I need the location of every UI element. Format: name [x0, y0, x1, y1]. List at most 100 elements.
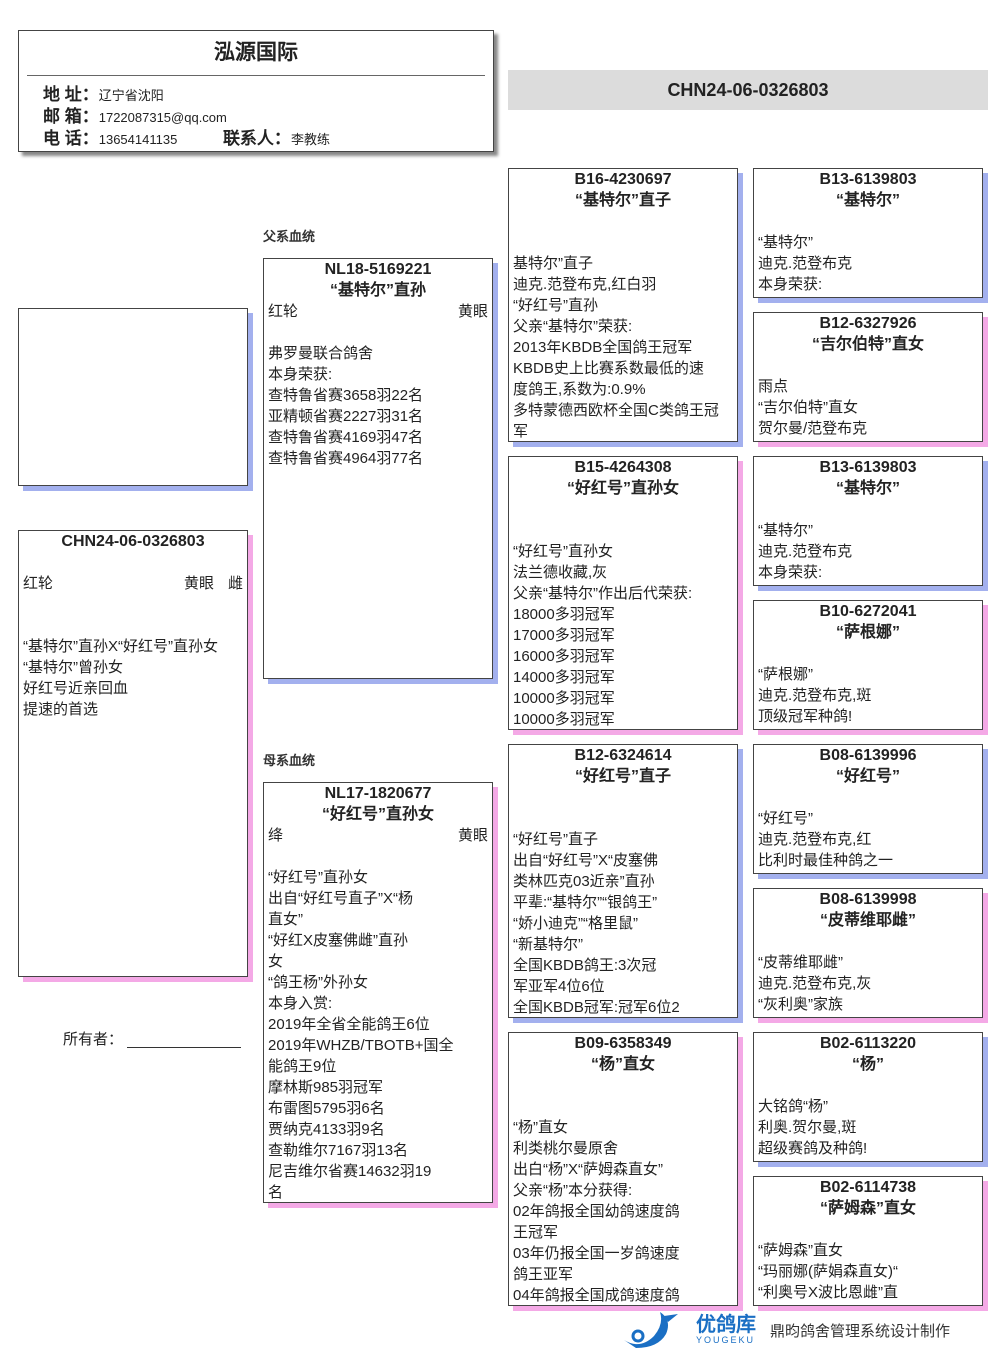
- description-line: “鸽王杨”外孙女: [268, 974, 368, 991]
- spacer: [513, 1075, 733, 1096]
- ring-number: B16-4230697: [574, 171, 672, 188]
- spacer: [513, 520, 733, 541]
- spacer: [758, 355, 978, 376]
- description-line: 父亲“基特尔”荣获:: [513, 318, 633, 335]
- description-line: 军: [513, 423, 529, 440]
- description-line: 18000多羽冠军: [513, 606, 615, 623]
- contact-value: 李教练: [290, 132, 330, 147]
- description-line: “好红号”直子: [513, 831, 598, 848]
- pedigree-card: B08-6139998“皮蒂维耶雌”“皮蒂维耶雌”迪克.范登布克,灰“灰利奥”家…: [753, 888, 983, 1018]
- pedigree-card: NL18-5169221“基特尔”直孙红轮黄眼弗罗曼联合鸽舍本身荣获:查特鲁省赛…: [263, 258, 493, 679]
- spacer: [513, 787, 733, 808]
- description-line: 利类桃尔曼原舍: [513, 1140, 619, 1157]
- ring-number: CHN24-06-0326803: [61, 533, 205, 550]
- description-line: “基特尔”: [758, 522, 813, 539]
- description-line: 17000多羽冠军: [513, 627, 615, 644]
- eye-color: 黄眼: [183, 575, 214, 592]
- phone-value: 13654141135: [98, 132, 178, 147]
- logo-text: 优鸽库: [696, 1314, 756, 1336]
- footer: 优鸽库 YOUGEKU 鼎昀鸽舍管理系统设计制作: [620, 1310, 950, 1350]
- description-line: 贺尔曼/范登布克: [758, 420, 868, 437]
- spacer: [23, 615, 243, 636]
- address-label: 地 址：: [43, 85, 99, 104]
- feather-color: 红轮: [268, 303, 299, 320]
- color-eye-row: 红轮 黄眼: [268, 301, 488, 322]
- spacer: [513, 232, 733, 253]
- pedigree-card: B13-6139803 “基特尔” “基特尔” 迪克.范登布克本身荣获:: [753, 456, 983, 586]
- ring-number: B08-6139996: [819, 747, 917, 764]
- pigeon-name: “杨”直女: [590, 1056, 655, 1073]
- description-line: 02年鸽报全国幼鸽速度鸽: [513, 1203, 680, 1220]
- color-eye-row: 绛黄眼: [268, 825, 488, 846]
- description-line: 基特尔”直子: [513, 255, 593, 272]
- description-line: 迪克.范登布克,红白羽: [513, 276, 657, 293]
- description-line: 提速的首选: [23, 701, 99, 718]
- description-line: 摩林斯985羽冠军: [268, 1079, 384, 1096]
- description-line: “好红号”: [758, 810, 813, 827]
- description-line: 2019年WHZB/TBOTB+国全: [268, 1037, 454, 1054]
- owner-label: 所有者：: [63, 1031, 124, 1048]
- description-line: 王冠军: [513, 1224, 559, 1241]
- description-line: “新基特尔”: [513, 936, 583, 953]
- spacer: [513, 1096, 733, 1117]
- ring-number: B09-6358349: [574, 1035, 672, 1052]
- pedigree-card: NL17-1820677“好红号”直孙女绛黄眼“好红号”直孙女出自“好红号直子”…: [263, 782, 493, 1203]
- description-line: 本身荣获:: [758, 564, 823, 581]
- pedigree-card: B02-6113220“杨”大铭鸽“杨”利奥.贺尔曼,斑超级赛鸽及种鸽!: [753, 1032, 983, 1162]
- description-line: 出自“好红号”X“皮塞佛: [513, 852, 658, 869]
- description-line: 迪克.范登布克,灰: [758, 975, 872, 992]
- description-line: “基特尔”: [758, 234, 813, 251]
- description-line: “玛丽娜(萨娟森直女)“: [758, 1263, 898, 1280]
- spacer: [513, 808, 733, 829]
- description-line: 查特鲁省赛4169羽47名: [268, 429, 424, 446]
- description-line: 超级赛鸽及种鸽!: [758, 1140, 868, 1157]
- spacer: [758, 643, 978, 664]
- spacer: [758, 787, 978, 808]
- feather-color: 红轮: [23, 575, 54, 592]
- description-line: 军亚军4位6位: [513, 978, 605, 995]
- description-line: 鸽王亚军: [513, 1266, 574, 1283]
- description-line: “萨根娜”: [758, 666, 813, 683]
- pigeon-name: “皮蒂维耶雌”: [819, 912, 916, 929]
- eye-sex: 黄眼: [458, 825, 488, 846]
- description-line: “利奥号X波比恩雌”直: [758, 1284, 898, 1301]
- contact-label: 联系人：: [222, 129, 291, 148]
- description-line: 出白“杨”X“萨姆森直女”: [513, 1161, 663, 1178]
- loft-name: 泓源国际: [214, 41, 298, 64]
- description-line: “基特尔”直孙X“好红号”直孙女: [23, 638, 218, 655]
- spacer: [758, 499, 978, 520]
- description-line: 迪克.范登布克: [758, 255, 853, 272]
- pigeon-name: “基特尔”: [835, 480, 900, 497]
- spacer: [758, 211, 978, 232]
- description-line: 迪克.范登布克,红: [758, 831, 872, 848]
- pigeon-name: “好红号”直子: [574, 768, 671, 785]
- description-line: 雨点: [758, 378, 789, 395]
- description-line: 迪克.范登布克: [758, 543, 853, 560]
- pigeon-name: “基特尔”直孙: [329, 282, 426, 299]
- pigeon-name: “好红号”直孙女: [321, 806, 434, 823]
- ring-number: NL17-1820677: [324, 785, 432, 802]
- description-line: KBDB史上比赛系数最低的速: [513, 360, 704, 377]
- description-line: 顶级冠军种鸽!: [758, 708, 853, 725]
- description-line: 本身荣获:: [758, 276, 823, 293]
- divider: [27, 75, 485, 76]
- eye-sex: 黄眼雌: [184, 573, 243, 594]
- description-line: 多特蒙德西欧杯全国C类鸽王冠: [513, 402, 719, 419]
- sire-section-label: 父系血统: [263, 229, 316, 244]
- description-line: 10000多羽冠军: [513, 690, 615, 707]
- ring-number: B13-6139803: [819, 459, 917, 476]
- spacer: [758, 931, 978, 952]
- description-line: 出自“好红号直子”X“杨: [268, 890, 413, 907]
- pedigree-card: B15-4264308“好红号”直孙女“好红号”直孙女法兰德收藏,灰父亲“基特尔…: [508, 456, 738, 730]
- description-line: 亚精顿省赛2227羽31名: [268, 408, 424, 425]
- eye-color: 黄眼: [457, 303, 488, 320]
- pigeon-name: “基特尔”: [835, 192, 900, 209]
- email-value: 1722087315@qq.com: [98, 110, 227, 125]
- pedigree-card: B12-6324614“好红号”直子“好红号”直子出自“好红号”X“皮塞佛类林匹…: [508, 744, 738, 1018]
- pedigree-card: B02-6114738“萨姆森”直女“萨姆森”直女“玛丽娜(萨娟森直女)““利奥…: [753, 1176, 983, 1306]
- description-line: “萨姆森”直女: [758, 1242, 843, 1259]
- spacer: [23, 552, 243, 573]
- spacer: [758, 1219, 978, 1240]
- description-line: “好红号”直孙女: [268, 869, 368, 886]
- email-label: 邮 箱：: [43, 107, 99, 126]
